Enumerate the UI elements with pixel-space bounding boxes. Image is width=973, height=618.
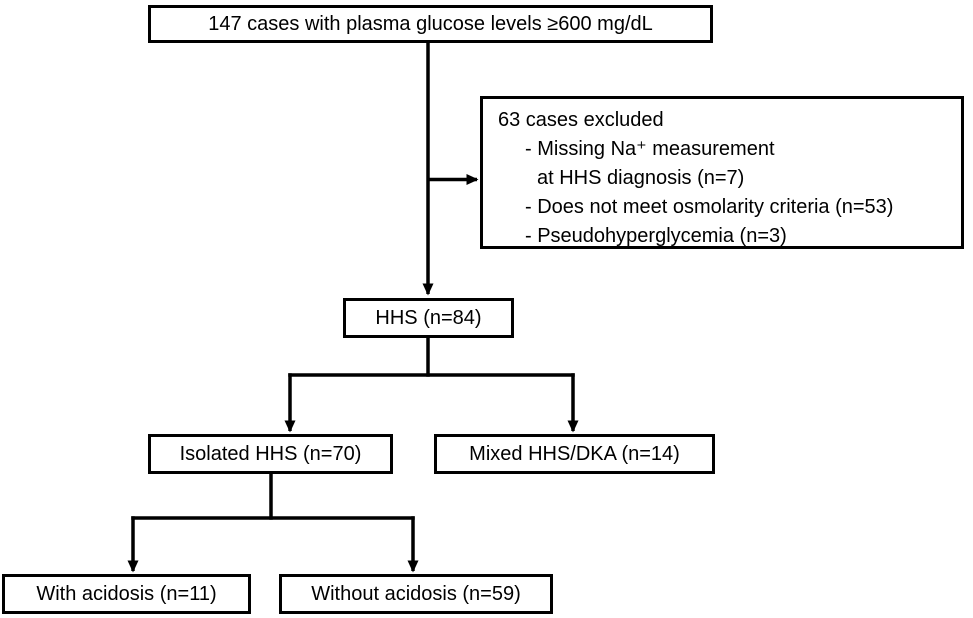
node-with-acidosis: With acidosis (n=11) bbox=[2, 574, 251, 614]
node-isolated-hhs: Isolated HHS (n=70) bbox=[148, 434, 393, 474]
excluded-item-missing-na-continued: at HHS diagnosis (n=7) bbox=[537, 167, 745, 189]
node-excluded-cases: 63 cases excluded - Missing Na⁺ measurem… bbox=[480, 96, 964, 249]
node-hhs-label: HHS (n=84) bbox=[375, 306, 482, 329]
excluded-item-missing-na: - Missing Na⁺ measurement bbox=[525, 138, 775, 160]
node-initial-cases-label: 147 cases with plasma glucose levels ≥60… bbox=[208, 12, 653, 35]
excluded-item-osmolarity: - Does not meet osmolarity criteria (n=5… bbox=[525, 196, 894, 218]
node-initial-cases: 147 cases with plasma glucose levels ≥60… bbox=[148, 5, 713, 43]
excluded-cases-content: 63 cases excluded - Missing Na⁺ measurem… bbox=[483, 99, 961, 251]
node-hhs: HHS (n=84) bbox=[343, 298, 514, 338]
node-without-acidosis-label: Without acidosis (n=59) bbox=[311, 582, 521, 605]
node-mixed-hhs-dka-label: Mixed HHS/DKA (n=14) bbox=[469, 442, 680, 465]
node-isolated-hhs-label: Isolated HHS (n=70) bbox=[179, 442, 362, 465]
node-mixed-hhs-dka: Mixed HHS/DKA (n=14) bbox=[434, 434, 715, 474]
node-without-acidosis: Without acidosis (n=59) bbox=[279, 574, 553, 614]
excluded-title: 63 cases excluded bbox=[498, 109, 664, 131]
node-with-acidosis-label: With acidosis (n=11) bbox=[36, 582, 217, 605]
excluded-item-pseudohyperglycemia: - Pseudohyperglycemia (n=3) bbox=[525, 225, 787, 247]
